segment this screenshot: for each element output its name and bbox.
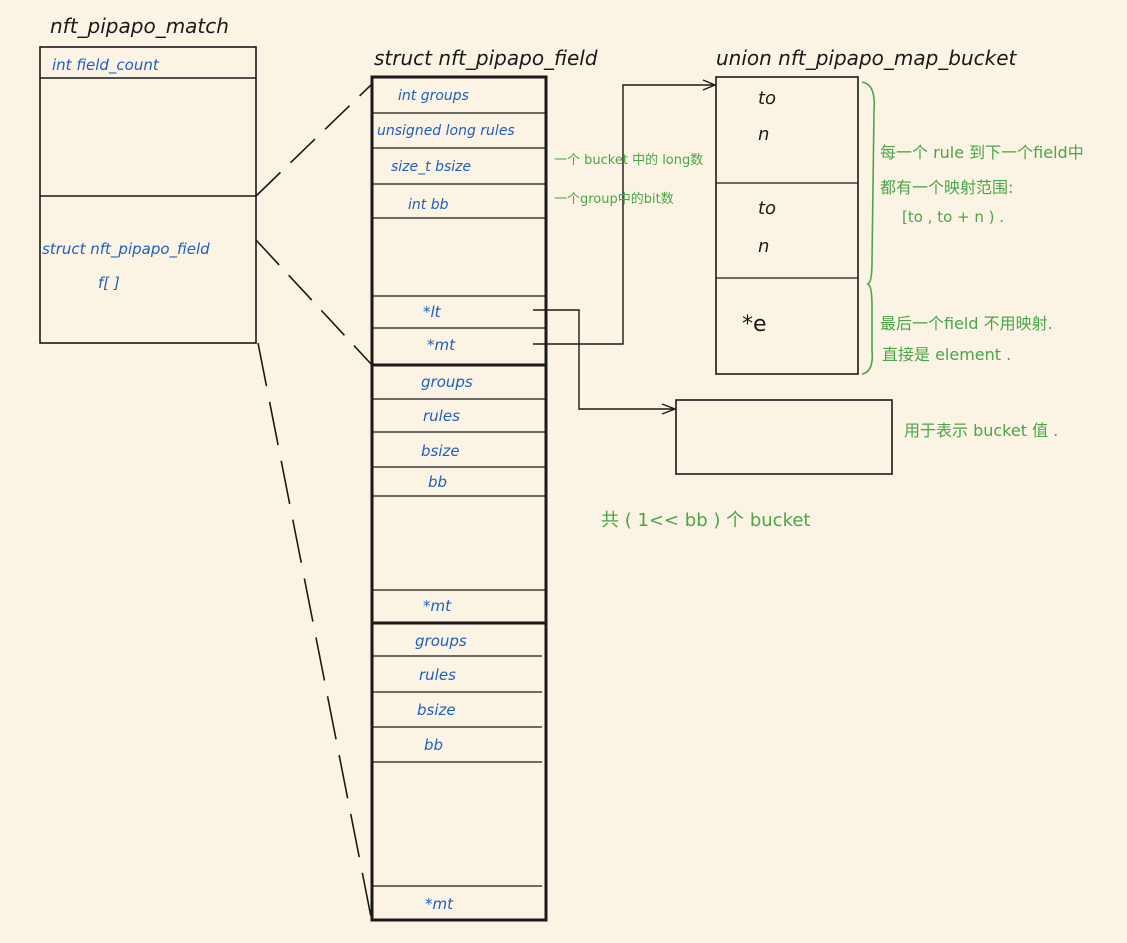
bb-field-2: bb xyxy=(428,473,448,491)
connector-top xyxy=(255,83,373,197)
connector-mid xyxy=(255,239,373,366)
bsize-note: 一个 bucket 中的 long数 xyxy=(554,153,704,168)
bsize-field-2: bsize xyxy=(421,442,460,460)
bucket-e: *e xyxy=(742,312,767,337)
groups-full: int groups xyxy=(398,88,469,104)
range-note-2: 都有一个映射范围: xyxy=(880,178,1014,197)
bucket-to-1: to xyxy=(758,88,777,109)
range-note-3: [to , to + n ) . xyxy=(902,208,1005,226)
lt-target-box xyxy=(675,399,893,475)
lt-field-1: *lt xyxy=(423,303,441,321)
rules-field-2: rules xyxy=(423,407,460,425)
last-note-2: 直接是 element . xyxy=(882,345,1012,364)
bsize-field-3: bsize xyxy=(417,701,456,719)
bucket-n-2: n xyxy=(758,236,770,257)
lt-arrow xyxy=(533,309,674,410)
groups-field-3: groups xyxy=(415,632,467,650)
bsize-full: size_t bsize xyxy=(391,159,472,175)
field-title: struct nft_pipapo_field xyxy=(374,46,598,70)
field-array-brackets: f[ ] xyxy=(98,274,120,292)
mt-field-2: *mt xyxy=(423,597,451,615)
match-box xyxy=(39,46,257,344)
range-note-1: 每一个 rule 到下一个field中 xyxy=(880,143,1084,162)
rules-full: unsigned long rules xyxy=(377,123,515,139)
mt-field-3: *mt xyxy=(425,895,453,913)
field-array-label: struct nft_pipapo_field xyxy=(42,240,210,258)
bucket-to-2: to xyxy=(758,198,777,219)
mt-field-1: *mt xyxy=(427,336,455,354)
match-title: nft_pipapo_match xyxy=(50,14,229,38)
connector-bottom xyxy=(257,342,373,923)
lt-note: 用于表示 bucket 值 . xyxy=(904,421,1059,440)
bucket-n-1: n xyxy=(758,124,770,145)
groups-field-2: groups xyxy=(421,373,473,391)
field-array-box xyxy=(370,75,548,922)
bucket-box xyxy=(715,76,859,375)
last-note-1: 最后一个field 不用映射. xyxy=(880,314,1053,333)
bucket-title: union nft_pipapo_map_bucket xyxy=(716,46,1017,70)
bucket-count-note: 共 ( 1<< bb ) 个 bucket xyxy=(601,510,811,531)
bb-note: 一个group中的bit数 xyxy=(554,192,674,207)
bb-field-3: bb xyxy=(424,736,444,754)
bb-full: int bb xyxy=(408,197,449,213)
field-count-label: int field_count xyxy=(52,56,159,74)
rules-field-3: rules xyxy=(419,666,456,684)
range-brace xyxy=(861,81,876,375)
mt-arrow xyxy=(533,84,714,345)
